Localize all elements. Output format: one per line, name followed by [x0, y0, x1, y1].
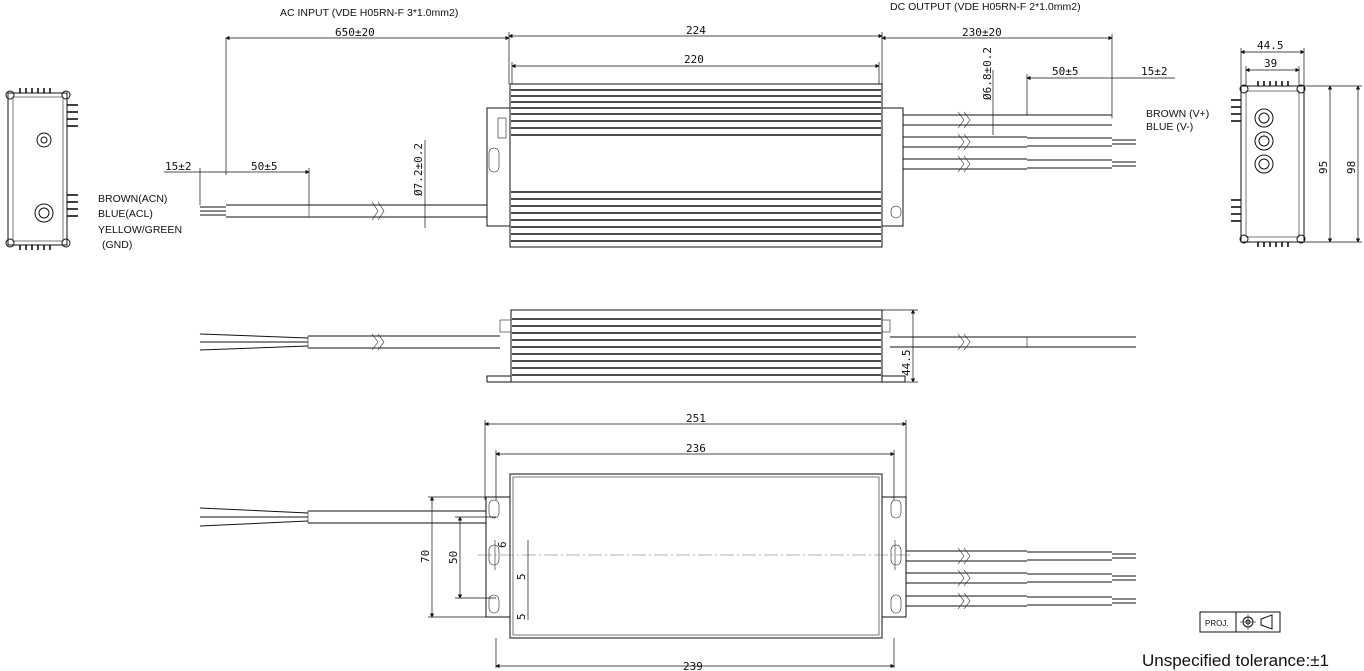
dim-end-h2: 98: [1345, 161, 1358, 174]
top-right-tab: [882, 107, 904, 227]
dim-side-h: 44.5: [900, 350, 913, 377]
top-fins-upper: [511, 89, 881, 136]
side-view: 44.5: [199, 309, 1136, 383]
top-view: AC INPUT (VDE H05RN-F 3*1.0mm2) DC OUTPU…: [98, 1, 1209, 251]
label-blue-vminus: BLUE (V-): [1146, 121, 1193, 133]
dc-output-label: DC OUTPUT (VDE H05RN-F 2*1.0mm2): [890, 1, 1081, 13]
top-housing: [509, 83, 883, 248]
label-yellow-green: YELLOW/GREEN: [98, 224, 182, 236]
dim-end-h1: 95: [1317, 161, 1330, 174]
top-ac-cable: [200, 201, 487, 221]
tolerance-note: Unspecified tolerance:±1: [1142, 651, 1329, 670]
dim-bottom-236: 236: [686, 442, 706, 455]
dim-dc-dia: Ø6.8±0.2: [981, 47, 994, 100]
right-end-view: 44.5 39 95 98: [1231, 39, 1362, 247]
dim-hole-6: 6: [496, 541, 509, 548]
dim-dc-strip: 15±2: [1141, 65, 1168, 78]
top-fins-lower: [511, 191, 881, 242]
ac-input-label: AC INPUT (VDE H05RN-F 3*1.0mm2): [280, 7, 458, 19]
label-brown-acn: BROWN(ACN): [98, 193, 167, 205]
dim-mount-50: 50: [447, 551, 460, 564]
dim-220: 220: [684, 53, 704, 66]
dim-end-w2: 39: [1264, 57, 1277, 70]
dim-mount-5a: 5: [515, 573, 528, 580]
bottom-view: 251 236 70 50 5 5 6: [199, 412, 1136, 671]
dim-ac-dia: Ø7.2±0.2: [412, 143, 425, 196]
top-left-tab: [486, 107, 510, 227]
projection-symbol: PROJ.: [1199, 611, 1281, 633]
label-brown-vplus: BROWN (V+): [1146, 108, 1209, 120]
dim-ac-jacket: 50±5: [251, 160, 278, 173]
dim-end-w1: 44.5: [1257, 39, 1284, 52]
dim-ac-strip: 15±2: [165, 160, 192, 173]
label-gnd: (GND): [102, 239, 132, 251]
dim-mount-70: 70: [419, 550, 432, 563]
left-end-view: [5, 88, 78, 250]
dim-ac-cable: 650±20: [335, 26, 375, 39]
proj-label: PROJ.: [1205, 619, 1229, 628]
label-blue-acl: BLUE(ACL): [98, 208, 153, 220]
dim-bottom-239: 239: [683, 660, 703, 671]
dim-dc-jacket: 50±5: [1052, 65, 1079, 78]
dim-dc-cable: 230±20: [962, 26, 1002, 39]
dim-224: 224: [686, 24, 706, 37]
dim-bottom-251: 251: [686, 412, 706, 425]
top-dc-cables: [903, 111, 1136, 173]
dim-mount-5b: 5: [515, 613, 528, 620]
